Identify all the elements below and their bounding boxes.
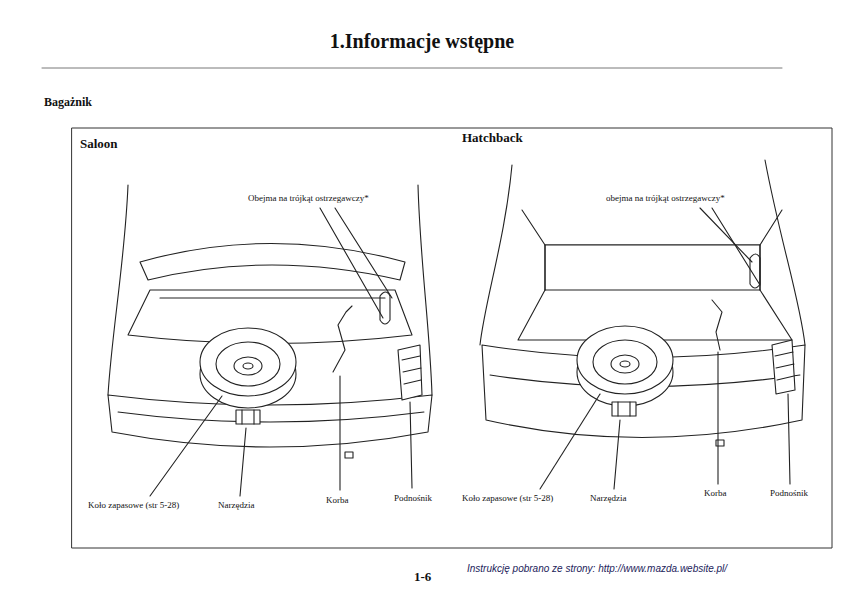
- part-label: obejma na trójkąt ostrzegawczy*: [606, 193, 725, 203]
- part-label: Koło zapasowe (str 5-28): [88, 500, 179, 510]
- figure-frame: [72, 128, 832, 548]
- section-heading: Bagażnik: [44, 96, 92, 110]
- hatchback-drawing: [480, 160, 805, 489]
- source-note: Instrukcję pobrano ze strony: http://www…: [467, 563, 727, 575]
- part-label: Korba: [704, 488, 727, 498]
- variant-heading: Hatchback: [462, 131, 523, 146]
- part-label: Podnośnik: [394, 493, 432, 503]
- page-title: 1.Informacje wstępne: [330, 30, 514, 53]
- variant-heading: Saloon: [80, 137, 118, 152]
- part-label: Koło zapasowe (str 5-28): [462, 493, 553, 503]
- saloon-drawing: [108, 185, 432, 496]
- page-number: 1-6: [414, 570, 431, 585]
- header-rule: [42, 68, 782, 69]
- part-label: Narzędzia: [590, 493, 626, 503]
- part-label: Podnośnik: [770, 488, 808, 498]
- part-label: Narzędzia: [218, 500, 254, 510]
- part-label: Korba: [326, 495, 349, 505]
- part-label: Obejma na trójkąt ostrzegawczy*: [248, 193, 369, 203]
